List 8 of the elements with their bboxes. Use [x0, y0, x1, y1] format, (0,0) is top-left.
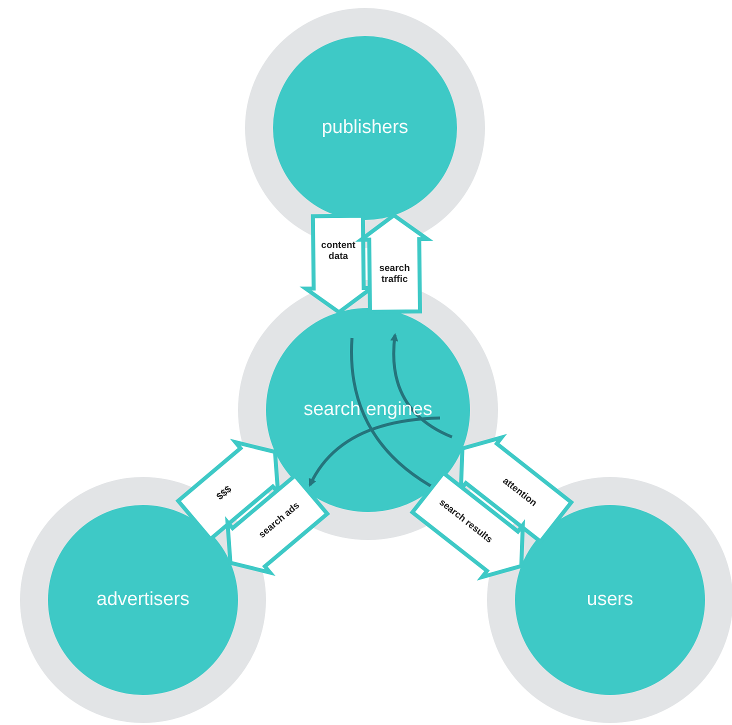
edge-label: search traffic [378, 264, 411, 286]
node-label: publishers [322, 117, 408, 139]
edge-label: $$$ [216, 484, 236, 503]
node-label: search engines [304, 399, 432, 421]
edge-label: content data [320, 241, 356, 263]
node-label: users [586, 589, 634, 611]
node-label: advertisers [96, 589, 190, 611]
block-arrow [355, 212, 434, 314]
